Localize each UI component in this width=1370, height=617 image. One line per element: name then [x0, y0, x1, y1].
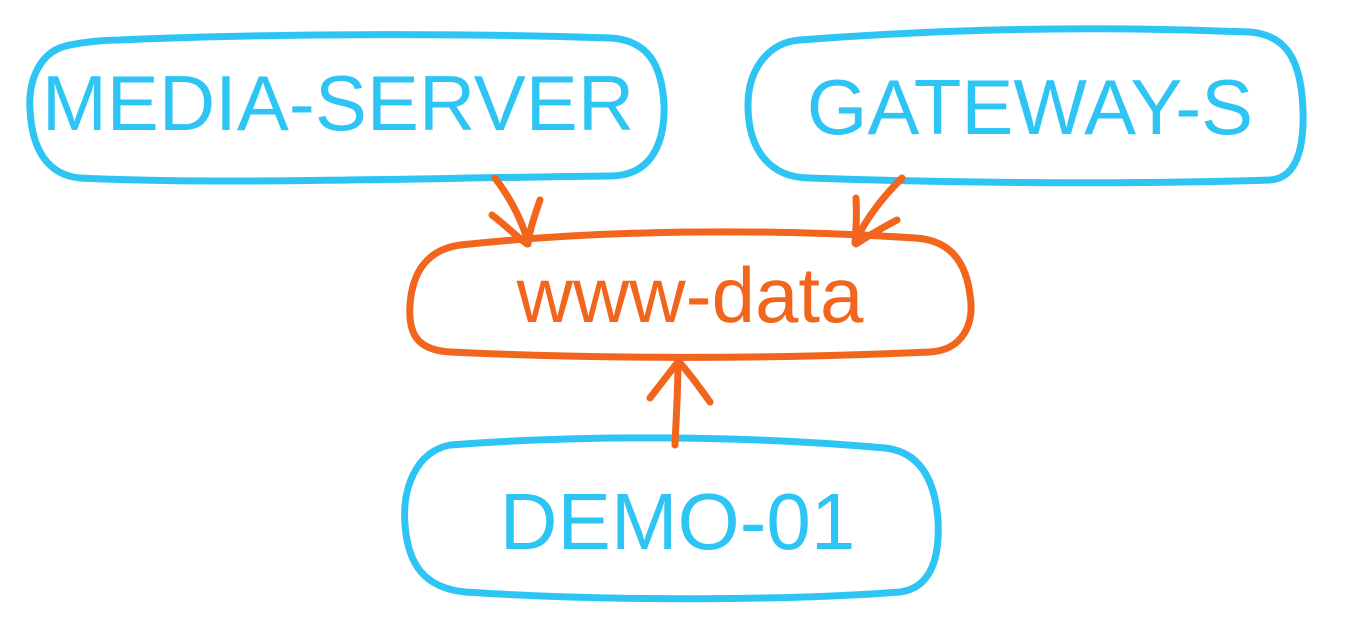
- node-label-gateway: GATEWAY-S: [806, 63, 1254, 151]
- node-label-www-data: www-data: [516, 251, 864, 339]
- arrow-gateway-to-www: [851, 174, 906, 248]
- node-outline-demo: [401, 434, 942, 603]
- arrow-demo-to-www: [646, 358, 714, 449]
- arrow-media-to-www: [488, 174, 544, 248]
- node-label-demo: DEMO-01: [499, 477, 856, 566]
- node-outline-media-server: [26, 31, 668, 185]
- node-label-media-server: MEDIA-SERVER: [41, 59, 635, 147]
- node-outline-www-data: [406, 228, 975, 361]
- node-outline-gateway: [744, 25, 1307, 187]
